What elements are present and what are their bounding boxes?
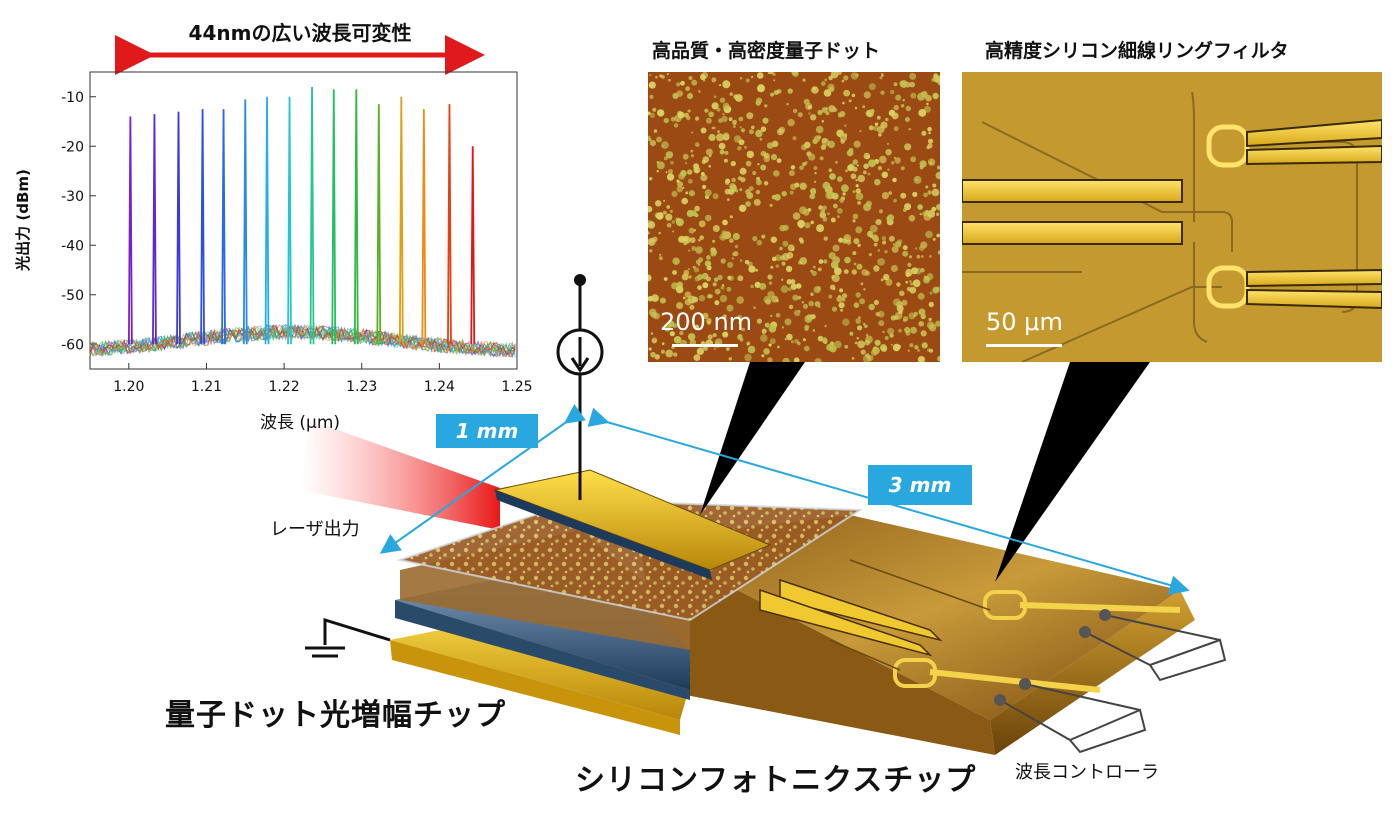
y-axis-ticks: -10 -20 -30 -40 -50 -60: [61, 90, 96, 353]
ground-symbol: [305, 617, 391, 658]
x-tick-label: 1.24: [424, 379, 455, 395]
lasing-peak: [152, 114, 157, 345]
y-tick-label: -20: [61, 139, 84, 155]
noise-trace: [89, 324, 516, 358]
y-tick-label: -50: [61, 288, 84, 304]
noise-floor: [89, 322, 516, 358]
qd-scale-text: 200 nm: [660, 308, 753, 336]
y-tick-label: -10: [61, 90, 84, 106]
width-dimension-arrow: [379, 404, 586, 554]
qd-image-caption: 高品質・高密度量子ドット: [652, 40, 881, 62]
lasing-peak: [421, 109, 427, 345]
width-dimension-label: 1 mm: [436, 414, 538, 448]
lasing-peak: [242, 99, 248, 345]
x-tick-label: 1.22: [269, 379, 300, 395]
wavelength-controller-circuit: [999, 614, 1227, 754]
y-tick-label: -40: [61, 238, 84, 254]
x-tick-label: 1.23: [346, 379, 377, 395]
ring-image-caption: 高精度シリコン細線リングフィルタ: [985, 40, 1289, 62]
lasing-peak: [309, 86, 315, 345]
y-tick-label: -60: [61, 337, 84, 353]
chart-title: 44nmの広い波長可変性: [189, 21, 412, 45]
lasing-peak: [287, 96, 292, 345]
lasing-peak: [331, 89, 337, 345]
y-axis-label: 光出力 (dBm): [14, 169, 32, 272]
lasing-peak: [470, 146, 476, 345]
x-tick-label: 1.25: [501, 379, 532, 395]
spectrum-chart: 44nmの広い波長可変性 1.20 1.21 1.22 1.23 1.24 1.25 -1…: [14, 21, 533, 433]
lasing-peak: [200, 109, 205, 345]
lasing-peaks: [127, 86, 476, 345]
ring-image-pointer: [995, 362, 1150, 582]
qd-chip-title: 量子ドット光増幅チップ: [165, 698, 506, 733]
si-chip-title: シリコンフォトニクスチップ: [575, 763, 977, 798]
current-source-symbol: [556, 274, 604, 500]
y-tick-label: -30: [61, 189, 84, 205]
lasing-peak: [127, 116, 133, 345]
ring-scale-bar: [986, 344, 1062, 347]
lasing-peak: [376, 104, 382, 345]
quantum-dot-afm-image: 200 nm: [648, 72, 940, 362]
lasing-peak: [176, 111, 181, 345]
lasing-peak: [353, 89, 359, 345]
x-tick-label: 1.21: [191, 379, 222, 395]
length-dimension-label: 3 mm: [868, 465, 972, 505]
x-tick-label: 1.20: [113, 379, 144, 395]
laser-output-label: レーザ出力: [270, 519, 360, 540]
ring-filter-micrograph: 50 μm: [962, 72, 1382, 362]
plot-frame: [89, 71, 518, 370]
x-axis-ticks: 1.20 1.21 1.22 1.23 1.24 1.25: [113, 363, 533, 395]
noise-trace: [89, 323, 516, 357]
lasing-peak: [264, 96, 270, 345]
wavelength-controller-label: 波長コントローラ: [1015, 762, 1159, 783]
ring-scale-text: 50 μm: [986, 308, 1063, 336]
lasing-peak: [447, 104, 452, 345]
lasing-peak: [221, 109, 226, 345]
qd-image-pointer: [700, 362, 805, 515]
lasing-peak: [398, 96, 404, 345]
qd-scale-bar: [672, 344, 738, 347]
